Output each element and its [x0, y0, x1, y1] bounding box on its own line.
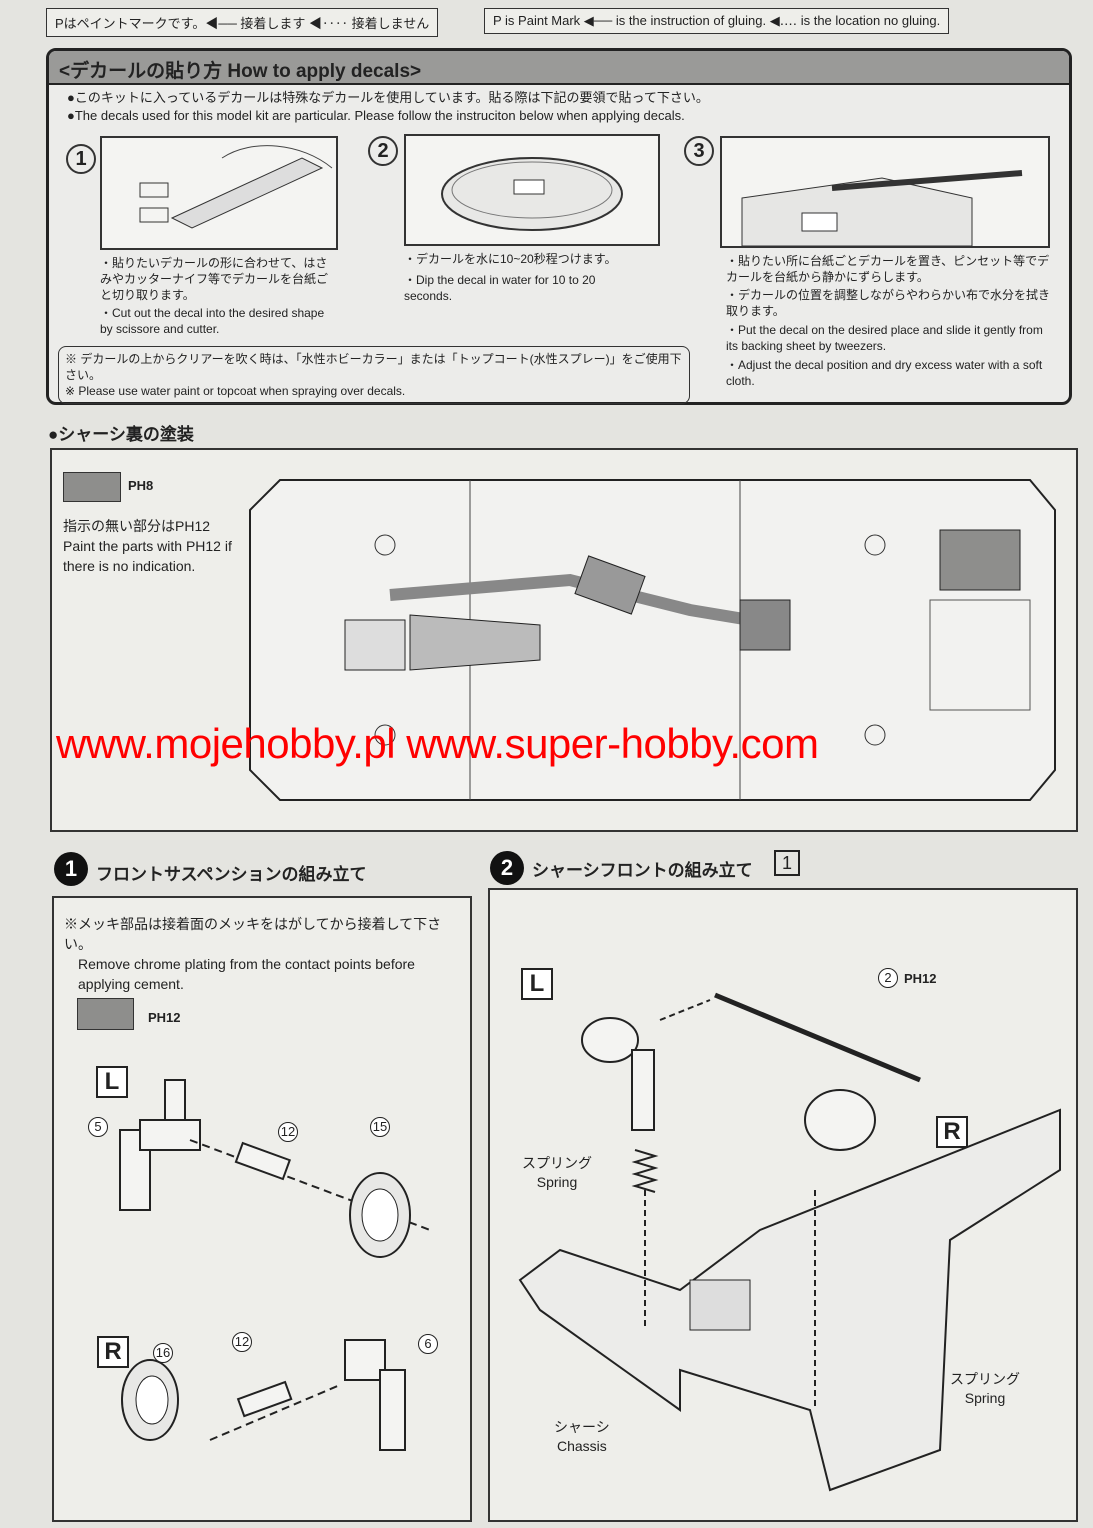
decal-step-2-jp: ・デカールを水に10~20秒程つけます。	[404, 252, 617, 266]
step-2-badge: 2	[490, 851, 524, 885]
decal-cut-illustration	[100, 136, 338, 250]
chassis-note-en: Paint the parts with PH12 if there is no…	[63, 538, 232, 574]
decal-step-1-jp: ・貼りたいデカールの形に合わせて、はさみやカッターナイフ等でデカールを台紙ごと切…	[100, 256, 329, 302]
spring-label-right: スプリング Spring	[950, 1370, 1020, 1408]
chassis-underside-diagram	[249, 479, 1056, 801]
decal-step-3-en2: ・Adjust the decal position and dry exces…	[726, 358, 1043, 388]
chrome-note-jp: ※メッキ部品は接着面のメッキをはがしてから接着して下さい。	[64, 916, 442, 952]
step-2-left-label: L	[521, 968, 553, 1000]
decal-step-2-number: 2	[368, 136, 398, 166]
decal-step-3-jp: ・貼りたい所に台紙ごとデカールを置き、ピンセット等でデカールを台紙から静かにずら…	[726, 254, 1050, 284]
chassis-front-diagram	[518, 992, 1061, 1492]
chrome-note-en: Remove chrome plating from the contact p…	[78, 956, 415, 992]
decal-title: <デカールの貼り方 How to apply decals>	[49, 51, 1069, 85]
decal-intro-jp: ●このキットに入っているデカールは特殊なデカールを使用しています。貼る際は下記の…	[67, 90, 709, 105]
step-1-title: フロントサスペンションの組み立て	[96, 865, 367, 884]
legend-jp: Pはペイントマークです。◀── 接着します ◀‥‥ 接着しません	[46, 8, 439, 37]
spring-jp-right: スプリング	[950, 1371, 1020, 1387]
step-2-paint: PH12	[904, 971, 937, 986]
spring-en-right: Spring	[964, 1390, 1006, 1406]
chassis-paint-note: 指示の無い部分はPH12 Paint the parts with PH12 i…	[63, 516, 233, 576]
part-12-right: 12	[232, 1332, 252, 1352]
paint-swatch-ph12	[77, 998, 134, 1030]
legend-en: P is Paint Mark ◀── is the instruction o…	[484, 8, 950, 34]
chassis-note-jp: 指示の無い部分はPH12	[63, 518, 211, 534]
paint-code-ph8: PH8	[128, 478, 154, 493]
spring-label-left: スプリング Spring	[522, 1154, 592, 1192]
part-15: 15	[370, 1117, 390, 1137]
decal-step-3-number: 3	[684, 136, 714, 166]
spring-en: Spring	[536, 1174, 578, 1190]
part-16: 16	[153, 1343, 173, 1363]
step-2-right-label: R	[936, 1116, 968, 1148]
left-label: L	[96, 1066, 128, 1098]
paint-swatch-ph8	[63, 472, 121, 502]
right-label: R	[97, 1336, 129, 1368]
part-2: 2	[878, 968, 898, 988]
decal-caution-jp: ※ デカールの上からクリアーを吹く時は、「水性ホビーカラー」または「トップコート…	[65, 352, 682, 382]
decal-water-illustration	[404, 134, 660, 246]
chassis-jp: シャーシ	[554, 1419, 610, 1435]
part-12: 12	[278, 1122, 298, 1142]
chassis-en: Chassis	[556, 1438, 607, 1454]
decal-step-3-jp2: ・デカールの位置を調整しながらやわらかい布で水分を拭き取ります。	[726, 288, 1051, 318]
suspension-diagram	[119, 1079, 431, 1451]
decal-step-1-en: ・Cut out the decal into the desired shap…	[100, 306, 325, 336]
chassis-label: シャーシ Chassis	[554, 1418, 610, 1456]
step-1-badge: 1	[54, 852, 88, 886]
step-2-ref: 1	[774, 850, 800, 876]
watermark: www.mojehobby.pl www.super-hobby.com	[56, 720, 819, 767]
spring-jp: スプリング	[522, 1155, 592, 1171]
chrome-note: ※メッキ部品は接着面のメッキをはがしてから接着して下さい。 Remove chr…	[64, 914, 464, 994]
decal-slide-illustration	[720, 136, 1050, 248]
decal-step-1-number: 1	[66, 144, 96, 174]
part-6: 6	[418, 1334, 438, 1354]
decal-intro-en: ●The decals used for this model kit are …	[67, 108, 685, 123]
decal-step-3-en: ・Put the decal on the desired place and …	[726, 323, 1043, 353]
step-2-title: シャーシフロントの組み立て	[532, 861, 753, 880]
chassis-paint-title: ●シャーシ裏の塗装	[48, 425, 194, 444]
decal-step-2-en: ・Dip the decal in water for 10 to 20 sec…	[404, 273, 596, 303]
decal-caution-en: ※ Please use water paint or topcoat when…	[65, 384, 406, 398]
part-5: 5	[88, 1117, 108, 1137]
paint-code-ph12: PH12	[148, 1010, 181, 1025]
decal-caution: ※ デカールの上からクリアーを吹く時は、「水性ホビーカラー」または「トップコート…	[58, 346, 690, 404]
